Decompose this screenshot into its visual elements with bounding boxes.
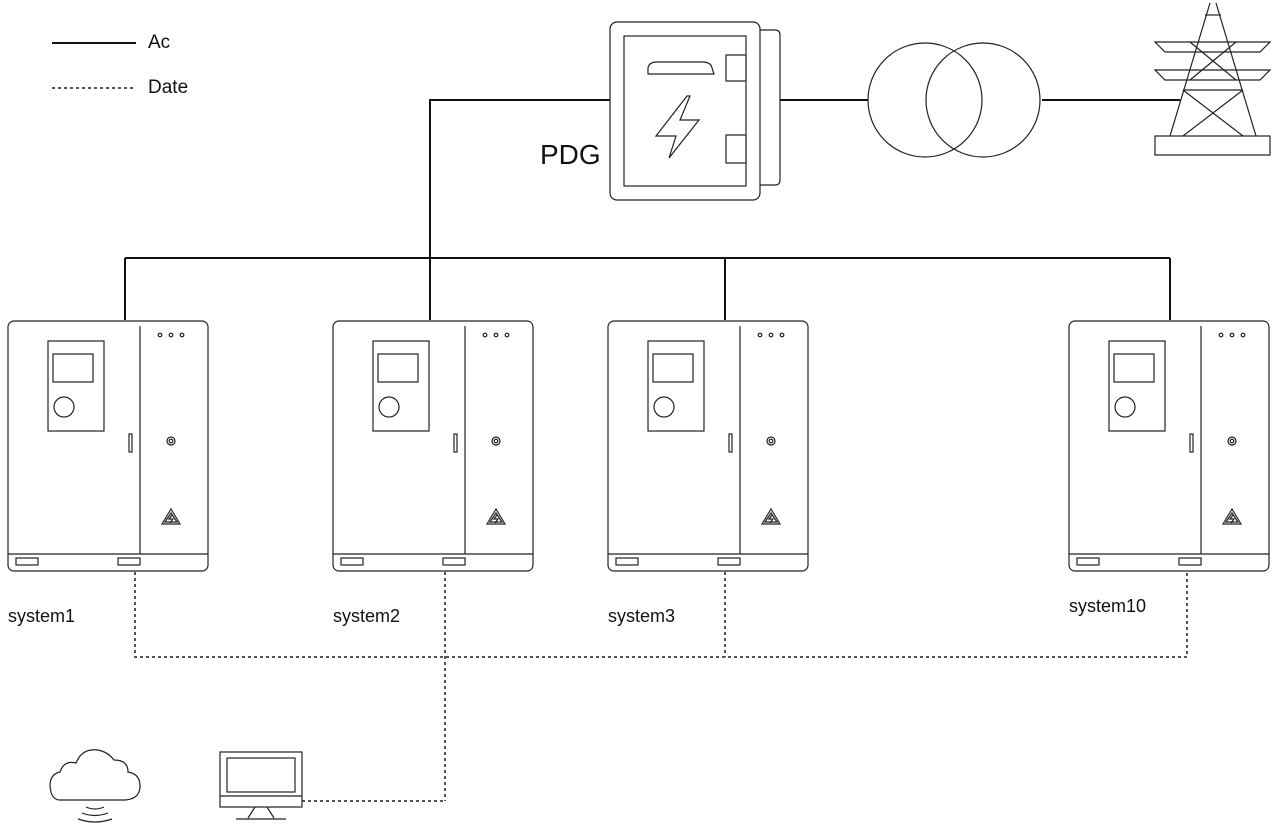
data-wiring [134,572,1188,802]
computer-icon [219,751,303,820]
system1-label: system1 [8,606,75,626]
pdg-feed-line [429,99,610,258]
cloud-icon [49,749,141,823]
data-bus-line [134,572,1188,658]
legend: Ac Date [52,32,188,98]
pdg-label: PDG [540,139,601,170]
legend-ac-label: Ac [148,32,170,53]
system3-label: system3 [608,606,675,626]
transmission-tower-icon [1153,2,1272,156]
system2-label: system2 [333,606,400,626]
system10-label: system10 [1069,596,1146,616]
legend-data-label: Date [148,77,188,98]
transformer-icon [867,42,1041,158]
ac-wiring [124,99,1180,320]
system2-cabinet-icon [332,320,534,572]
system10-cabinet-icon [1068,320,1270,572]
pdg-box-icon [609,21,781,201]
system1-cabinet-icon [7,320,209,572]
system3-cabinet-icon [607,320,809,572]
